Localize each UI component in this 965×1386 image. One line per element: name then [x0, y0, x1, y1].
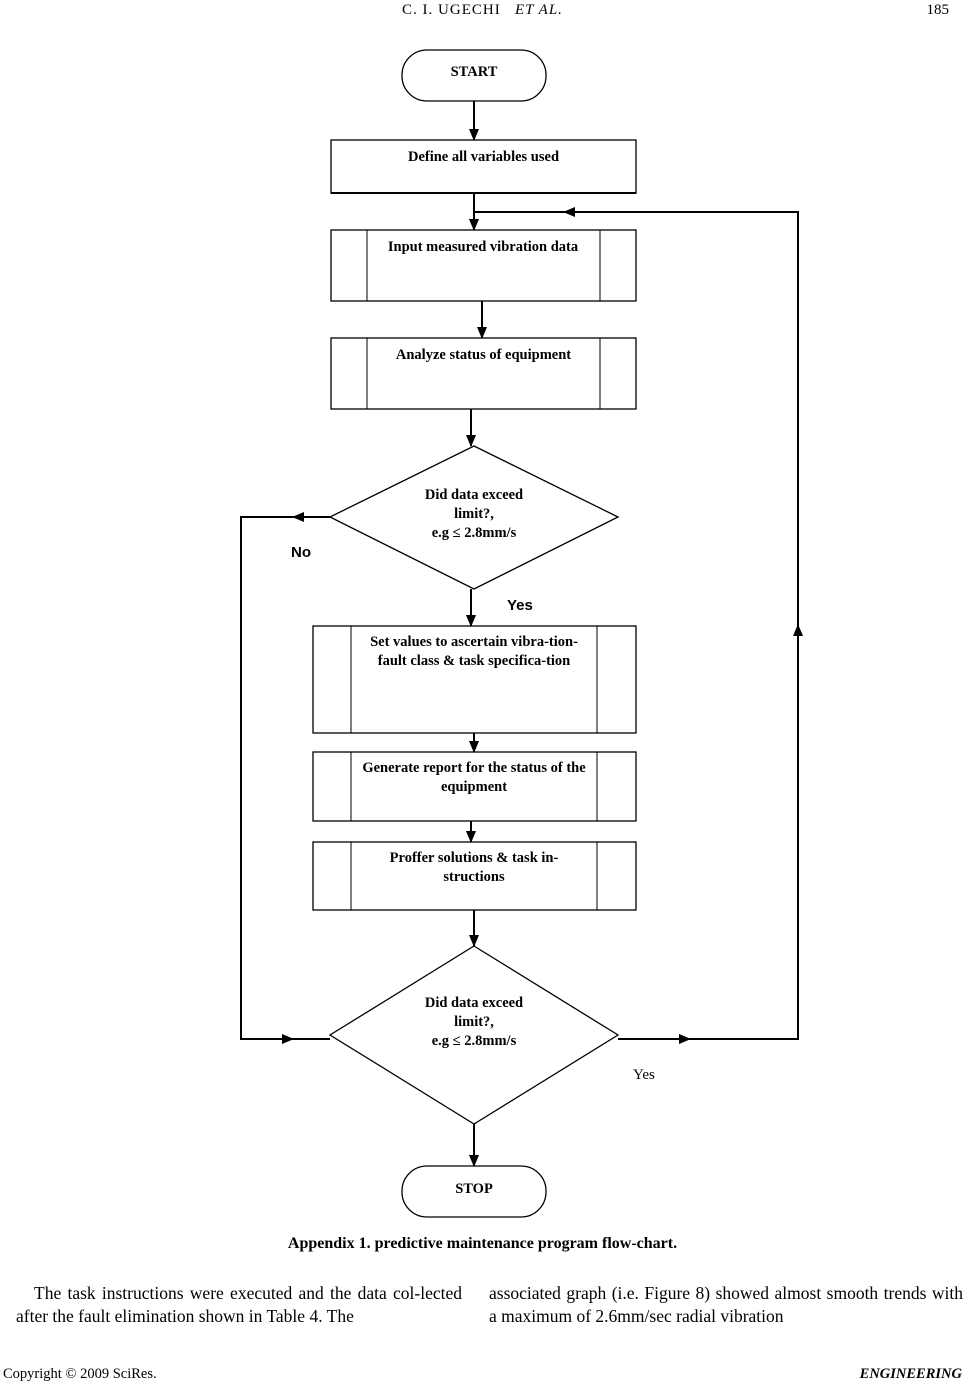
no-loop-line — [240, 516, 293, 1040]
et-al: ET AL. — [514, 2, 563, 18]
decision-2-line-2: limit?, — [454, 1014, 494, 1030]
page-number: 185 — [926, 2, 950, 18]
yes-label-1: Yes — [507, 597, 533, 614]
author-name: C. I. UGECHI — [402, 2, 501, 18]
body-text-right: associated graph (i.e. Figure 8) showed … — [489, 1283, 963, 1326]
decision-1-line-2: limit?, — [454, 506, 494, 522]
input-label: Input measured vibration data — [387, 239, 579, 255]
stop-label: STOP — [455, 1181, 493, 1197]
decision-1-text: Did data exceed limit?, e.g ≤ 2.8mm/s — [380, 486, 568, 543]
running-head-author: C. I. UGECHI ET AL. — [0, 2, 965, 19]
footer-journal: ENGINEERING — [859, 1366, 962, 1382]
generate-label: Generate report for the status of the eq… — [362, 760, 586, 795]
decision-1-diamond — [328, 445, 620, 590]
body-text-left: The task instructions were executed and … — [16, 1283, 462, 1326]
decision-1-line-3: e.g ≤ 2.8mm/s — [431, 525, 517, 541]
yes-label-2: Yes — [633, 1067, 655, 1083]
footer-copyright: Copyright © 2009 SciRes. — [3, 1366, 157, 1382]
decision-1-line-1: Did data exceed — [424, 487, 524, 503]
figure-caption: Appendix 1. predictive maintenance progr… — [287, 1235, 678, 1252]
start-label: START — [450, 64, 498, 80]
no-label: No — [291, 544, 311, 561]
define-label: Define all variables used — [407, 149, 560, 165]
input-box — [330, 229, 637, 302]
decision-2-line-1: Did data exceed — [424, 995, 524, 1011]
yes-loop-line — [690, 632, 799, 1040]
decision-2-line-3: e.g ≤ 2.8mm/s — [431, 1033, 517, 1049]
decision-2-text: Did data exceed limit?, e.g ≤ 2.8mm/s — [380, 994, 568, 1051]
set-values-label: Set values to ascertain vibra-tion-fault… — [370, 634, 578, 669]
analyze-label: Analyze status of equipment — [395, 347, 572, 363]
proffer-label: Proffer solutions & task in-structions — [389, 850, 559, 885]
